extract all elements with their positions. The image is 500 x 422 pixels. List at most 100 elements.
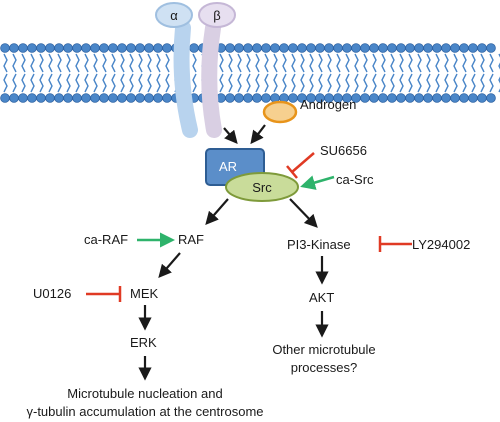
lipid-head [486, 43, 496, 53]
lipid-head [72, 93, 82, 103]
lipid-tail [120, 53, 125, 93]
lipid-head [90, 93, 100, 103]
lipid-tail [282, 53, 287, 93]
lipid-head [252, 93, 262, 103]
lipid-tail [273, 53, 278, 93]
lipid-head [117, 93, 127, 103]
lipid-head [279, 43, 289, 53]
lipid-head [369, 93, 379, 103]
lipid-tail [138, 53, 143, 93]
lipid-tail [39, 53, 44, 93]
lipid-head [225, 93, 235, 103]
left-outcome-line1: Microtubule nucleation and [67, 386, 222, 401]
lipid-tail [57, 53, 62, 93]
lipid-head [459, 93, 469, 103]
lipid-head [0, 43, 10, 53]
lipid-head [225, 43, 235, 53]
lipid-tail [363, 53, 368, 93]
lipid-tail [192, 53, 197, 93]
lipid-head [450, 93, 460, 103]
lipid-tail [489, 53, 494, 93]
lipid-tail [156, 53, 161, 93]
lipid-head [144, 93, 154, 103]
integrin-beta-label: β [213, 8, 220, 23]
lipid-head [396, 43, 406, 53]
lipid-head [288, 43, 298, 53]
lipid-head [432, 43, 442, 53]
lipid-head [360, 43, 370, 53]
lipid-head [324, 43, 334, 53]
lipid-tail [129, 53, 134, 93]
lipid-head [432, 93, 442, 103]
mek-label: MEK [130, 286, 159, 301]
lipid-head [351, 43, 361, 53]
akt-label: AKT [309, 290, 334, 305]
lipid-tail [435, 53, 440, 93]
lipid-tail [417, 53, 422, 93]
lipid-head [99, 93, 109, 103]
lipid-tail [480, 53, 485, 93]
lipid-head [315, 43, 325, 53]
androgen-label: Androgen [300, 97, 356, 112]
lipid-head [423, 43, 433, 53]
lipid-head [135, 43, 145, 53]
lipid-tail [111, 53, 116, 93]
lipid-tail [21, 53, 26, 93]
integrin-beta-subunit: β [198, 2, 236, 138]
lipid-head [360, 93, 370, 103]
lipid-head [18, 43, 28, 53]
lipid-head [450, 43, 460, 53]
lipid-head [189, 43, 199, 53]
lipid-tail [318, 53, 323, 93]
lipid-head [99, 43, 109, 53]
lipid-head [477, 43, 487, 53]
lipid-tail [147, 53, 152, 93]
lipid-head [459, 43, 469, 53]
lipid-head [486, 93, 496, 103]
lipid-head [468, 93, 478, 103]
lipid-head [270, 43, 280, 53]
lipid-head [441, 43, 451, 53]
lipid-tail [93, 53, 98, 93]
src-label: Src [252, 180, 272, 195]
lipid-head [441, 93, 451, 103]
ly294002-label: LY294002 [412, 237, 470, 252]
lipid-head [81, 93, 91, 103]
lipid-head [153, 43, 163, 53]
lipid-tail [12, 53, 17, 93]
lipid-head [477, 93, 487, 103]
ca-src-activation-arrow [300, 175, 335, 190]
right-outcome-line1: Other microtubule [272, 342, 375, 357]
lipid-head [162, 93, 172, 103]
lipid-tail [291, 53, 296, 93]
lipid-head [108, 93, 118, 103]
src-ellipse [225, 172, 299, 202]
lipid-head [54, 93, 64, 103]
lipid-tail [345, 53, 350, 93]
lipid-head [297, 43, 307, 53]
androgen-to-ar-arrow [250, 124, 266, 145]
lipid-tail [264, 53, 269, 93]
lipid-tail [3, 53, 8, 93]
lipid-head [468, 43, 478, 53]
lipid-tail [372, 53, 377, 93]
lipid-tail [354, 53, 359, 93]
ar-label: AR [219, 159, 237, 174]
src-to-pi3k-arrow [289, 198, 318, 228]
lipid-head [423, 93, 433, 103]
lipid-head [63, 93, 73, 103]
lipid-head [243, 43, 253, 53]
lipid-head [63, 43, 73, 53]
lipid-tail [453, 53, 458, 93]
lipid-head [234, 43, 244, 53]
lipid-head [261, 43, 271, 53]
lipid-head [261, 93, 271, 103]
integrin-alpha-label: α [170, 8, 178, 23]
lipid-head [333, 43, 343, 53]
lipid-head [405, 93, 415, 103]
lipid-head [387, 93, 397, 103]
su6656-label: SU6656 [320, 143, 367, 158]
lipid-tail [30, 53, 35, 93]
cell-membrane [0, 43, 500, 103]
